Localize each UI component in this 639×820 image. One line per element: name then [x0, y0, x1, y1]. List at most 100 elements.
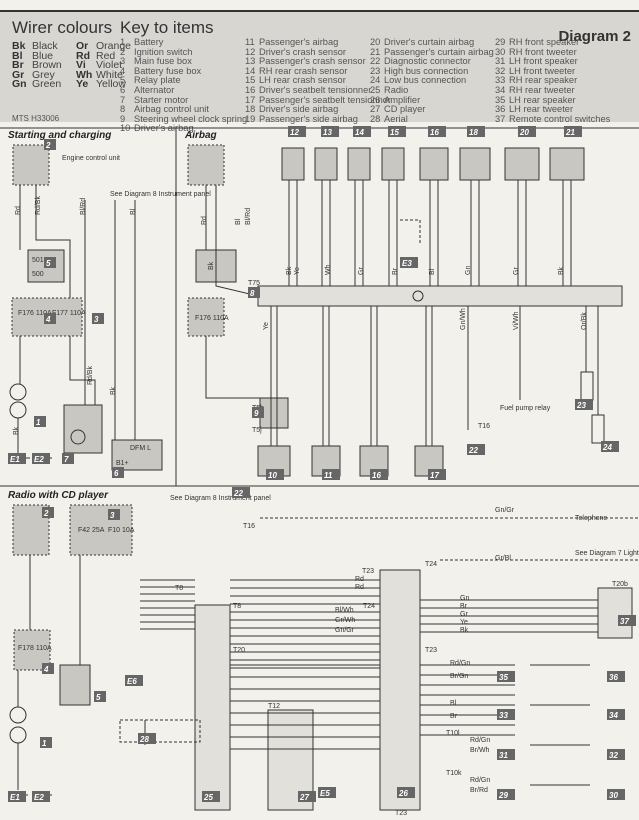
component-number-badge: E6 — [125, 675, 143, 686]
component-number-badge: 8 — [248, 287, 260, 298]
component-number-badge: E2 — [32, 453, 50, 464]
component-number-badge: 14 — [353, 126, 371, 137]
diagram-label: T75 — [248, 280, 260, 287]
component-number-badge: E2 — [32, 791, 50, 802]
svg-text:28: 28 — [139, 735, 149, 744]
diagram-title: Diagram 2 — [558, 28, 631, 45]
svg-text:4: 4 — [45, 315, 51, 324]
diagram-label: F176 110A — [18, 310, 52, 317]
wire-colour-label: Gr/Wh — [335, 617, 355, 624]
svg-text:37: 37 — [620, 617, 629, 626]
component-number-badge: 22 — [232, 487, 250, 498]
wire-colour-label: Bl — [450, 700, 457, 707]
svg-text:34: 34 — [609, 711, 618, 720]
diagram-label: T20 — [233, 647, 245, 654]
svg-text:29: 29 — [498, 791, 508, 800]
diagram-label: T12 — [268, 703, 280, 710]
wire-colour-label: Rd — [15, 206, 22, 215]
svg-text:10: 10 — [268, 471, 277, 480]
diagram-label: F178 110A — [18, 645, 52, 652]
wire-colour-label: Gn — [460, 595, 469, 602]
component-number-badge: 32 — [607, 749, 625, 760]
wire-colour-label: Rd/Gn — [470, 737, 490, 744]
component-number-badge: 24 — [601, 441, 619, 452]
component-number-badge: 2 — [42, 507, 54, 518]
component-number-badge: 27 — [298, 791, 316, 802]
component-number-badge: 36 — [607, 671, 625, 682]
wire-colour-label: Gr — [513, 267, 520, 275]
component-number-badge: 35 — [497, 671, 515, 682]
wire-colour-label: Br/Rd — [470, 787, 488, 794]
wire-colours-title: Wirer colours — [12, 18, 113, 37]
diagram-label: F177 110A — [52, 310, 86, 317]
wire-colour-label: Rd/Bk — [87, 365, 94, 385]
wire-colour-label: Bl — [429, 268, 436, 275]
diagram-label: Fuel pump relay — [500, 405, 551, 412]
component-number-badge: E1 — [8, 453, 26, 464]
svg-text:1: 1 — [42, 739, 47, 748]
diagram-label: B1+ — [116, 460, 129, 467]
svg-text:E1: E1 — [10, 455, 20, 464]
component-number-badge: 18 — [467, 126, 485, 137]
wire-colour-label: Gn/Gr — [335, 627, 355, 634]
svg-text:5: 5 — [96, 693, 101, 702]
svg-text:7: 7 — [64, 455, 69, 464]
svg-text:E6: E6 — [127, 677, 137, 686]
wire-colour-label: Bl/Wh — [335, 607, 354, 614]
component-number-badge: 25 — [202, 791, 220, 802]
svg-text:16: 16 — [430, 128, 439, 137]
svg-text:35: 35 — [499, 673, 508, 682]
component-number-badge: 12 — [288, 126, 306, 137]
component-number-badge: 9 — [252, 407, 264, 418]
wire-colour-label: Or/Bk — [581, 312, 588, 330]
svg-text:24: 24 — [602, 443, 612, 452]
svg-text:26: 26 — [398, 789, 408, 798]
svg-text:E5: E5 — [320, 789, 330, 798]
svg-text:30: 30 — [609, 791, 618, 800]
diagram-label: Engine control unit — [62, 155, 120, 162]
wire-colour-label: Ye — [294, 267, 301, 275]
svg-text:13: 13 — [323, 128, 332, 137]
wire-colour-label: Br/Gn — [450, 673, 468, 680]
diagram-label: T10l — [446, 730, 460, 737]
wire-colour-label: Gr/Bl — [495, 555, 511, 562]
diagram-label: T5j — [252, 427, 262, 434]
svg-text:20: 20 — [519, 128, 529, 137]
diagram-label: See Diagram 7 Lighting rheostat — [575, 550, 639, 557]
wire-colour-label: Bk — [286, 266, 293, 275]
svg-text:E3: E3 — [402, 259, 412, 268]
diagram-label: F176 110A — [195, 315, 229, 322]
wire-colour-label: Br — [450, 713, 458, 720]
component-number-badge: E3 — [400, 257, 418, 268]
component-number-badge: 3 — [92, 313, 104, 324]
diagram-label: Telephone — [575, 515, 607, 522]
wire-colour-label: Bl — [130, 208, 137, 215]
wire-colour-label: Br — [460, 603, 468, 610]
svg-text:15: 15 — [390, 128, 399, 137]
wire-colour-label: Rd/Gn — [450, 660, 470, 667]
diagram-label: 501 — [32, 257, 44, 264]
diagram-label: T10k — [446, 770, 462, 777]
